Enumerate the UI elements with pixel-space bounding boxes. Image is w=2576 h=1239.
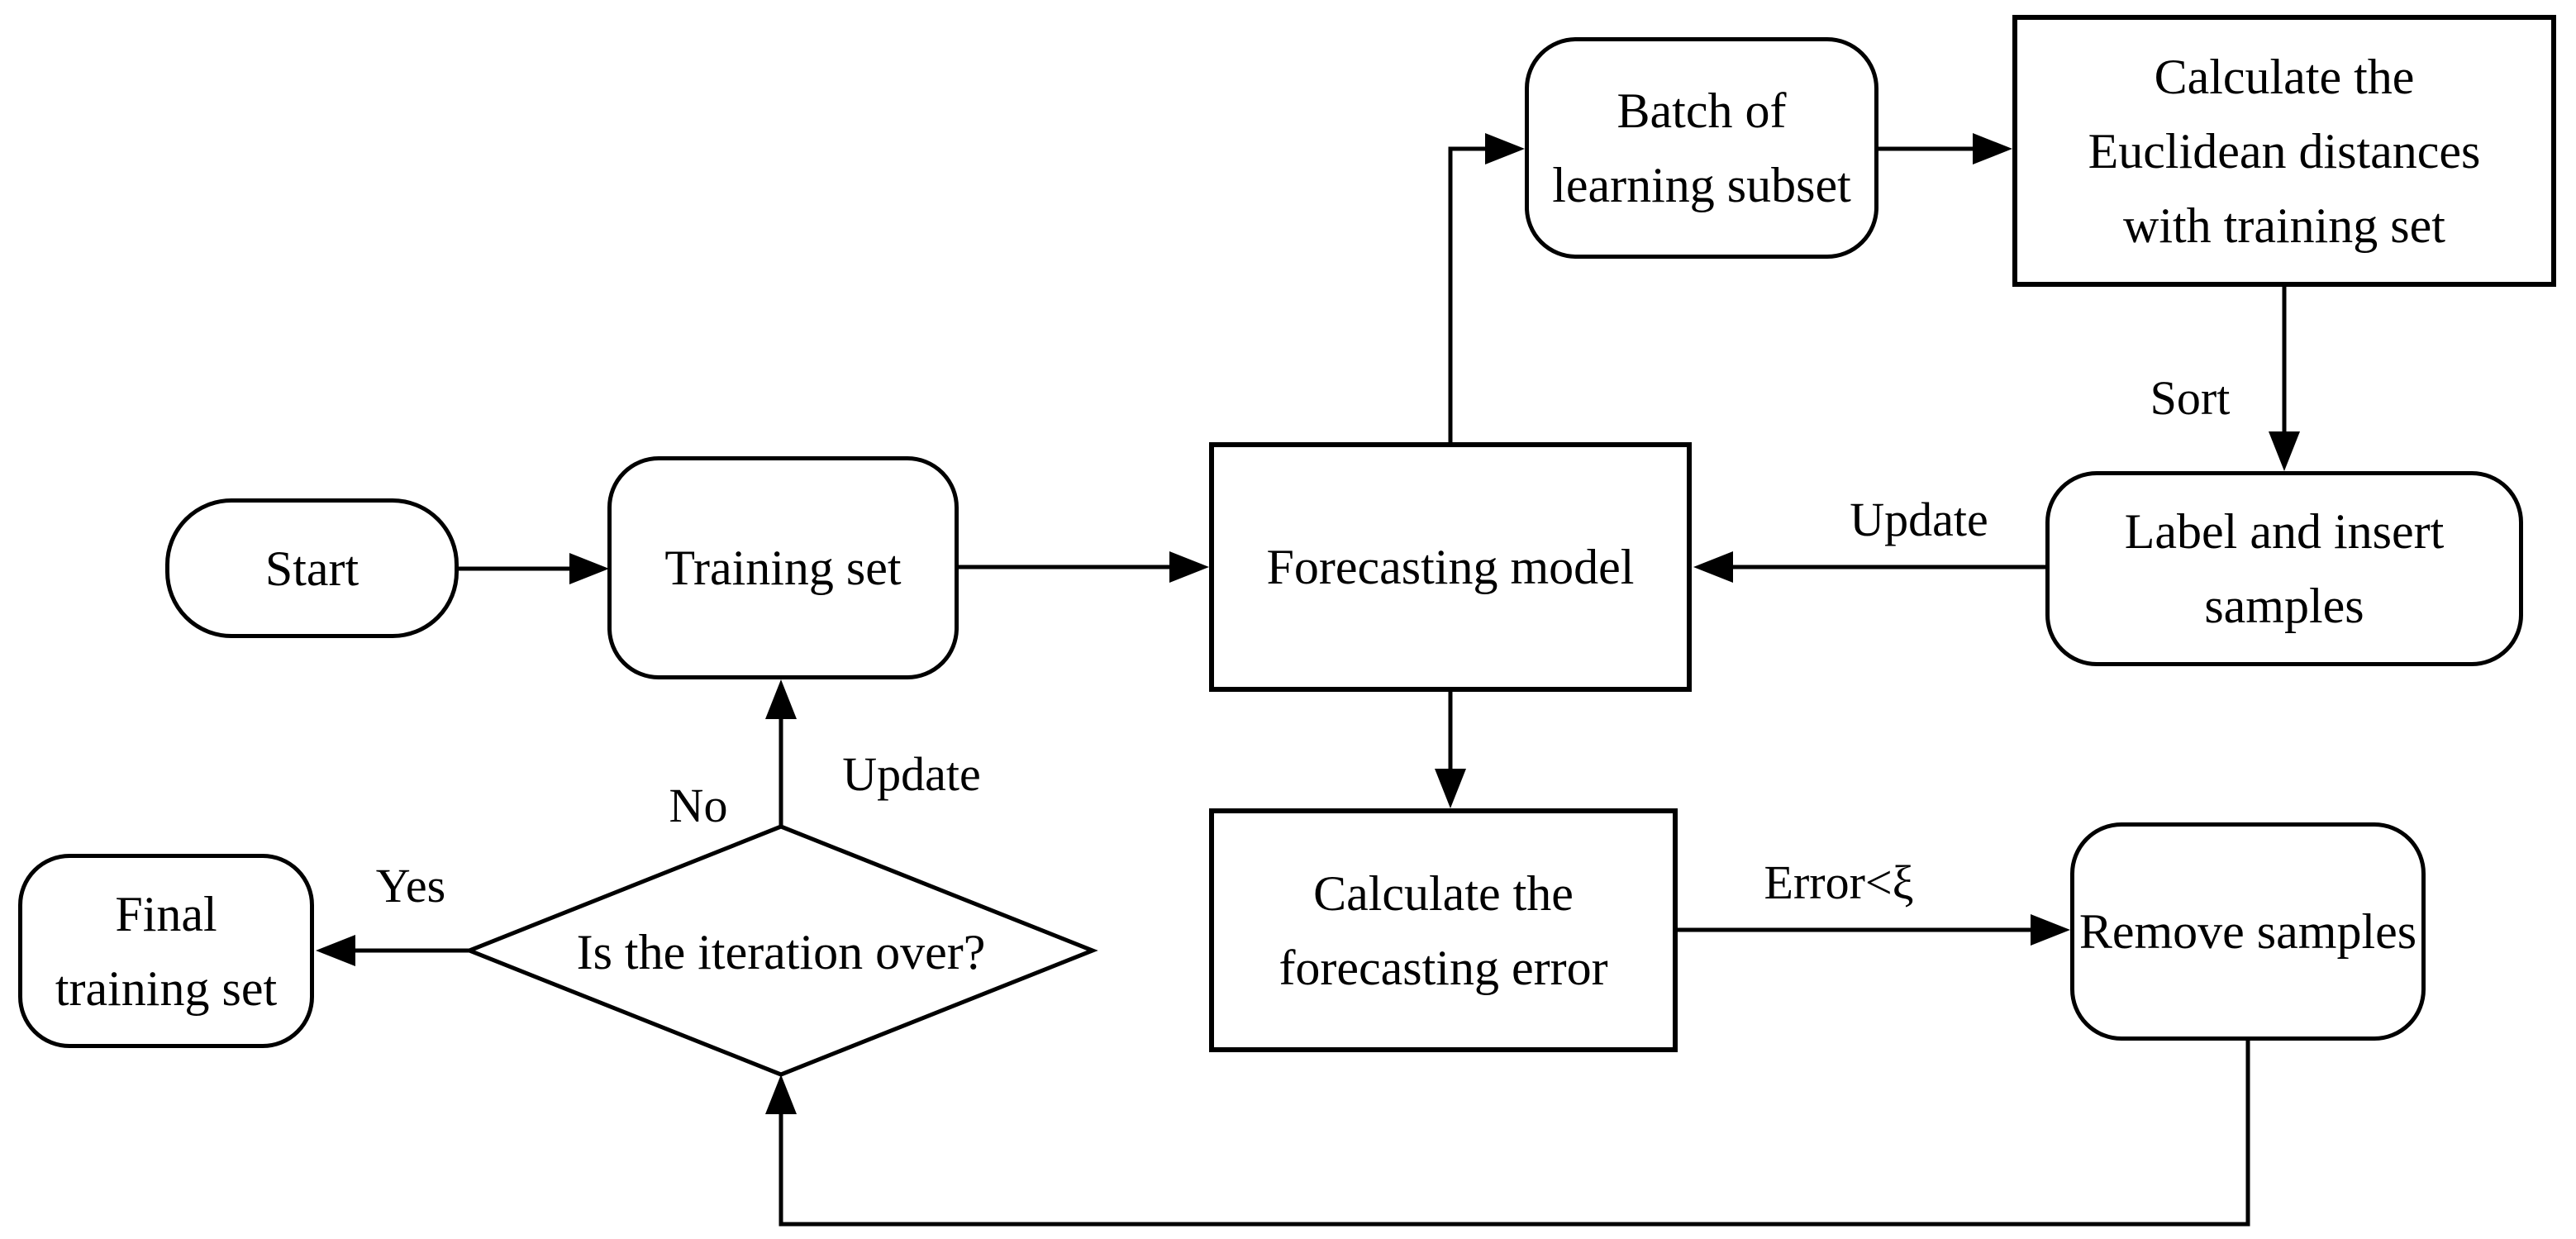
edge-remove-decision-feedback [779,1041,2250,1227]
arrowhead-forecasting-error [1435,769,1466,808]
arrowhead-decision-final [316,935,355,966]
arrowhead-training-forecasting [1169,551,1209,583]
arrowhead-batch-euclidean [1973,133,2012,164]
arrowhead-label-forecasting [1693,551,1733,583]
arrowhead-start-training [569,553,609,584]
node-remove-samples: Remove samples [2070,822,2426,1041]
decision-diamond-shape [464,824,1098,1077]
edge-label-yes: Yes [375,859,446,913]
node-decision-label: Is the iteration over? [576,925,986,979]
node-batch-of-learning-subset: Batch of learning subset [1525,37,1878,259]
edge-label-error-condition: Error<ξ [1764,855,1914,909]
edge-forecasting-batch [1448,146,1517,442]
arrowhead-error-remove [2031,914,2070,946]
arrowhead-euclidean-label [2269,431,2300,471]
arrowhead-decision-training [765,679,797,719]
arrowhead-remove-decision [765,1075,797,1114]
node-calculate-euclidean-distances: Calculate the Euclidean distances with t… [2012,15,2556,287]
node-forecasting-model: Forecasting model [1209,442,1692,692]
edge-label-update-model: Update [1850,493,1988,546]
node-label-and-insert-samples: Label and insert samples [2045,471,2523,666]
edge-label-no: No [669,779,728,832]
node-training-set: Training set [607,456,959,679]
node-start: Start [165,498,459,638]
arrowhead-forecasting-batch [1485,133,1525,164]
node-final-training-set: Final training set [18,854,314,1048]
edge-label-update-training: Update [842,747,981,801]
node-calculate-forecasting-error: Calculate the forecasting error [1209,808,1678,1052]
edge-label-sort: Sort [2150,371,2231,425]
